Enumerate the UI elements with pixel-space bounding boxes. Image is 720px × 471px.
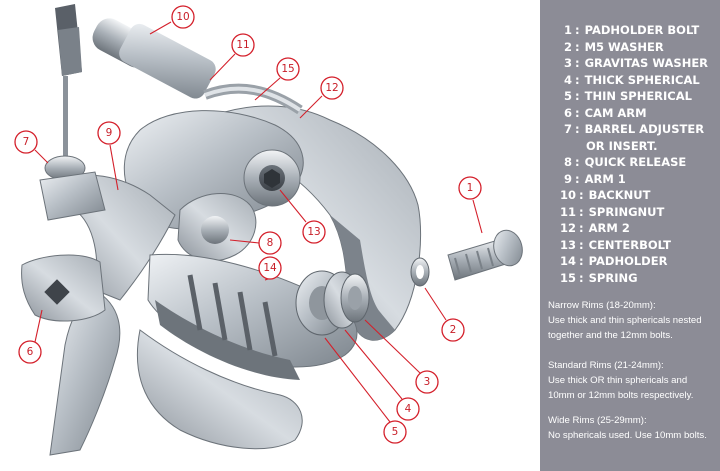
backnut-part [92,18,216,99]
parts-list-item: 4:THICK SPHERICAL [563,72,700,87]
cam-arm-part [21,254,106,322]
part-name: CENTERBOLT [588,237,671,252]
callout-15-label: 15 [281,63,294,75]
centerbolt-part [243,149,301,207]
parts-list-item: 11:SPRINGNUT [560,204,665,219]
brake-cable [55,4,82,156]
spring-part [203,83,303,115]
callouts: 1 2 3 4 5 [14,5,483,444]
part-name: BACKNUT [588,188,651,202]
part-name: PADHOLDER [588,254,668,268]
parts-legend-panel: 1:PADHOLDER BOLT 2:M5 WASHER 3:GRAVITAS … [540,0,720,471]
callout-1: 1 [458,176,483,234]
parts-list-item: 12:ARM 2 [560,221,630,235]
parts-list-item: 2:M5 WASHER [563,39,664,54]
callout-8-label: 8 [267,237,274,249]
callout-13: 13 [279,189,326,244]
callout-10-label: 10 [176,11,189,23]
note-heading: Narrow Rims (18-20mm): [548,300,656,311]
note-line: together and the 12mm bolts. [548,330,673,341]
note-line: Use thick OR thin sphericals and [548,375,688,386]
callout-7: 7 [14,130,49,164]
note-wide-rims: Wide Rims (25-29mm): No sphericals used.… [548,413,716,443]
note-heading: Wide Rims (25-29mm): [548,415,647,426]
spherical-washers-part [295,270,370,336]
note-standard-rims: Standard Rims (21-24mm): Use thick OR th… [548,358,716,403]
part-name: BARREL ADJUSTER [584,122,705,136]
callout-13-label: 13 [307,226,320,238]
parts-list-item: 1:PADHOLDER BOLT [563,23,700,37]
callout-11: 11 [209,33,255,81]
parts-list-item: 3:GRAVITAS WASHER [563,56,709,70]
padholder-bolt-part [447,229,523,281]
parts-list-item: 15:SPRING [560,270,638,285]
parts-list-item: 10:BACKNUT [560,188,651,202]
parts-list-item: 7:BARREL ADJUSTER [563,122,705,136]
callout-5: 5 [324,337,407,444]
part-name: THIN SPHERICAL [584,89,692,103]
parts-list-item: 14:PADHOLDER [560,254,668,268]
callout-3: 3 [364,319,439,394]
parts-list-item: 9:ARM 1 [563,171,626,186]
part-name: SPRINGNUT [588,204,665,219]
callout-4: 4 [344,329,420,421]
callout-15: 15 [254,57,300,101]
callout-6: 6 [18,309,43,364]
callout-2: 2 [424,287,465,342]
callout-9: 9 [97,121,121,191]
quick-release-part [177,193,257,262]
callout-4-label: 4 [405,403,412,415]
padholder-part [136,253,358,450]
callout-11-label: 11 [236,39,249,51]
m5-washer-part [410,257,430,287]
callout-2-label: 2 [450,324,457,336]
part-name: THICK SPHERICAL [584,72,700,87]
callout-5-label: 5 [392,426,399,438]
callout-12-label: 12 [325,82,338,94]
part-name: SPRING [588,270,638,285]
parts-list-item: 13:CENTERBOLT [560,237,671,252]
callout-12: 12 [299,76,344,119]
callout-14-label: 14 [263,262,277,274]
barrel-adjuster-part [39,155,106,221]
part-name: CAM ARM [584,105,647,120]
callout-8: 8 [229,231,282,255]
callout-1-label: 1 [467,182,474,194]
note-line: Use thick and thin sphericals nested [548,315,702,326]
part-name: ARM 1 [584,171,626,186]
callout-10: 10 [149,5,195,35]
parts-list-item: 5:THIN SPHERICAL [563,89,692,103]
note-narrow-rims: Narrow Rims (18-20mm): Use thick and thi… [548,298,716,343]
callout-7-label: 7 [23,136,30,148]
callout-9-label: 9 [106,127,113,139]
brake-exploded-illustration: 1 2 3 4 5 [14,4,523,456]
callout-14: 14 [258,256,282,281]
parts-list-item: 6:CAM ARM [563,105,647,120]
callout-3-label: 3 [424,376,431,388]
part-name: ARM 2 [588,221,630,235]
note-line: 10mm or 12mm bolts respectively. [548,390,694,401]
parts-list-continuation: OR INSERT. [586,138,658,153]
part-name: M5 WASHER [584,39,664,54]
note-heading: Standard Rims (21-24mm): [548,360,664,371]
parts-list: 1:PADHOLDER BOLT 2:M5 WASHER 3:GRAVITAS … [540,0,720,286]
part-name: GRAVITAS WASHER [584,56,709,70]
callout-6-label: 6 [27,346,34,358]
part-name: PADHOLDER BOLT [584,23,700,37]
part-name: QUICK RELEASE [584,155,687,169]
note-line: No sphericals used. Use 10mm bolts. [548,430,707,441]
parts-list-item: 8:QUICK RELEASE [563,155,687,169]
